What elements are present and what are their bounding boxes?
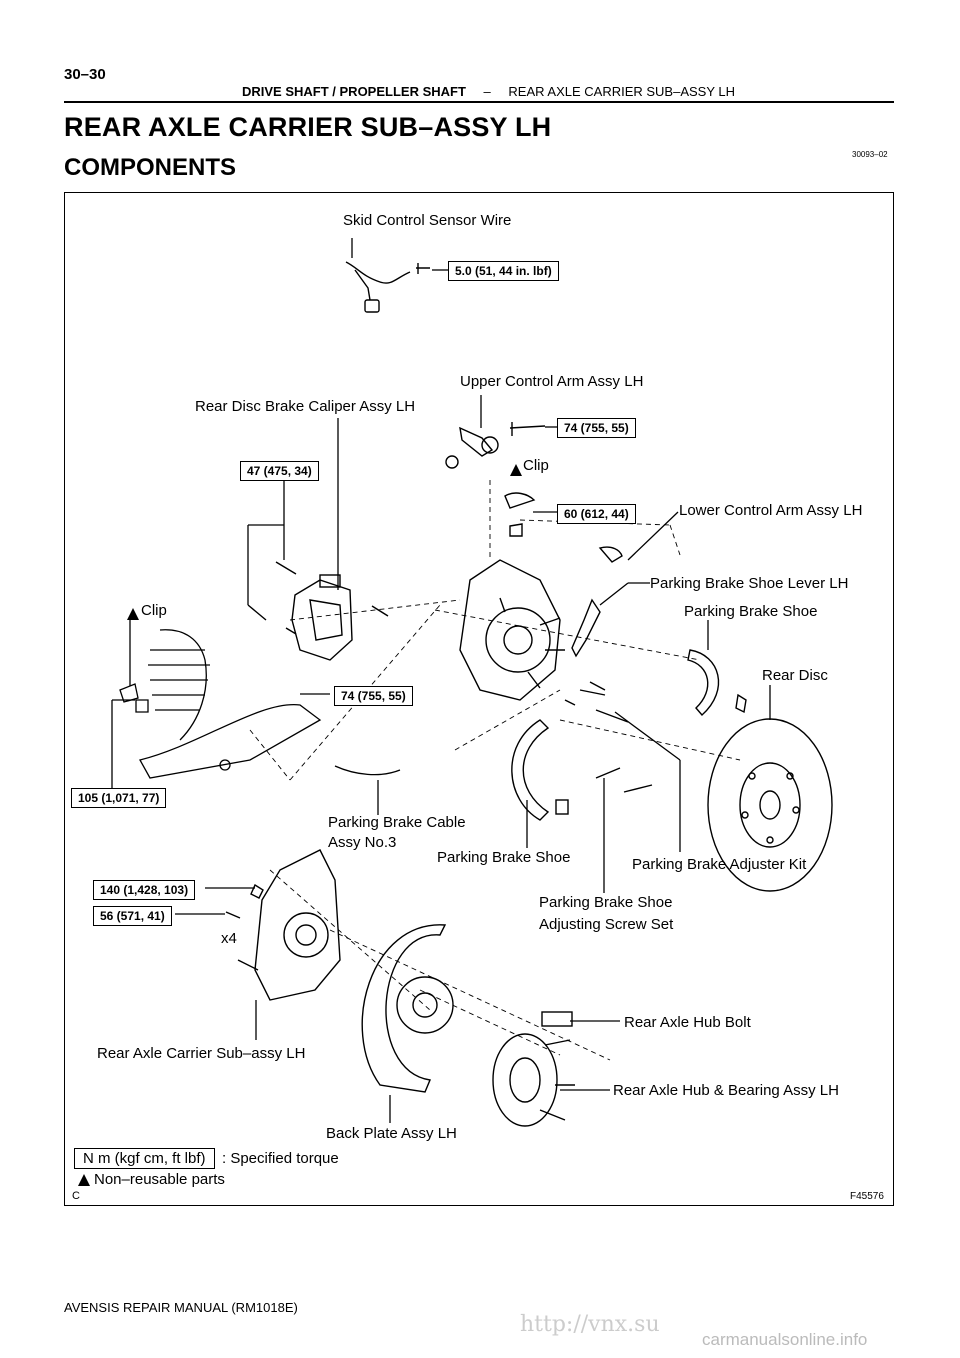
running-header: DRIVE SHAFT / PROPELLER SHAFT – REAR AXL…: [242, 84, 735, 99]
illustration-frame: [64, 192, 894, 1206]
watermark-url: http://vnx.su: [520, 1312, 660, 1337]
label-parking-brake-shoe-lower: Parking Brake Shoe: [437, 849, 571, 866]
header-rule: [64, 101, 894, 103]
label-back-plate: Back Plate Assy LH: [326, 1125, 457, 1142]
label-clip-upper: Clip: [523, 457, 549, 474]
label-parking-brake-shoe-upper: Parking Brake Shoe: [684, 603, 818, 620]
label-adjusting-screw-set-line1: Parking Brake Shoe: [539, 894, 673, 911]
label-rear-axle-hub-bolt: Rear Axle Hub Bolt: [624, 1014, 751, 1031]
page-number: 30–30: [64, 66, 106, 83]
header-section: DRIVE SHAFT / PROPELLER SHAFT: [242, 84, 466, 99]
torque-carrier-bolt: 74 (755, 55): [334, 686, 413, 706]
torque-caliper-bolt: 47 (475, 34): [240, 461, 319, 481]
footer-manual-id: AVENSIS REPAIR MANUAL (RM1018E): [64, 1300, 298, 1315]
torque-sensor-wire-bolt: 5.0 (51, 44 in. lbf): [448, 261, 559, 281]
torque-suspension-nut: 105 (1,071, 77): [71, 788, 167, 808]
legend-torque-description: : Specified torque: [222, 1150, 339, 1167]
label-clip-left: Clip: [141, 602, 167, 619]
label-parking-brake-cable-line1: Parking Brake Cable: [328, 814, 466, 831]
document-code: 30093–02: [852, 150, 888, 159]
section-title: COMPONENTS: [64, 154, 237, 181]
label-quantity-x4: x4: [221, 930, 237, 947]
page-title: REAR AXLE CARRIER SUB–ASSY LH: [64, 112, 552, 142]
label-parking-brake-shoe-lever: Parking Brake Shoe Lever LH: [650, 575, 849, 592]
label-rear-disc: Rear Disc: [762, 667, 828, 684]
torque-hub-bolts: 56 (571, 41): [93, 906, 172, 926]
torque-lower-arm-nut: 60 (612, 44): [557, 504, 636, 524]
label-adjusting-screw-set-line2: Adjusting Screw Set: [539, 916, 674, 933]
label-lower-control-arm: Lower Control Arm Assy LH: [679, 502, 863, 519]
label-parking-brake-cable-line2: Assy No.3: [328, 834, 397, 851]
label-skid-control-sensor-wire: Skid Control Sensor Wire: [343, 212, 512, 229]
label-hub-and-bearing: Rear Axle Hub & Bearing Assy LH: [613, 1082, 839, 1099]
label-rear-axle-carrier: Rear Axle Carrier Sub–assy LH: [97, 1045, 306, 1062]
torque-upper-arm-bolt: 74 (755, 55): [557, 418, 636, 438]
header-separator: –: [483, 84, 491, 99]
figure-number: F45576: [850, 1191, 884, 1202]
label-rear-disc-brake-caliper: Rear Disc Brake Caliper Assy LH: [195, 398, 416, 415]
corner-mark: C: [72, 1190, 80, 1202]
legend-torque-unit-box: N m (kgf cm, ft lbf): [74, 1148, 215, 1169]
label-parking-brake-adjuster-kit: Parking Brake Adjuster Kit: [632, 856, 807, 873]
torque-carrier-nut: 140 (1,428, 103): [93, 880, 196, 900]
header-subsection: REAR AXLE CARRIER SUB–ASSY LH: [508, 84, 736, 99]
watermark-site: carmanualsonline.info: [702, 1330, 868, 1349]
legend-nonreusable-parts: Non–reusable parts: [94, 1171, 225, 1188]
label-upper-control-arm: Upper Control Arm Assy LH: [460, 373, 644, 390]
